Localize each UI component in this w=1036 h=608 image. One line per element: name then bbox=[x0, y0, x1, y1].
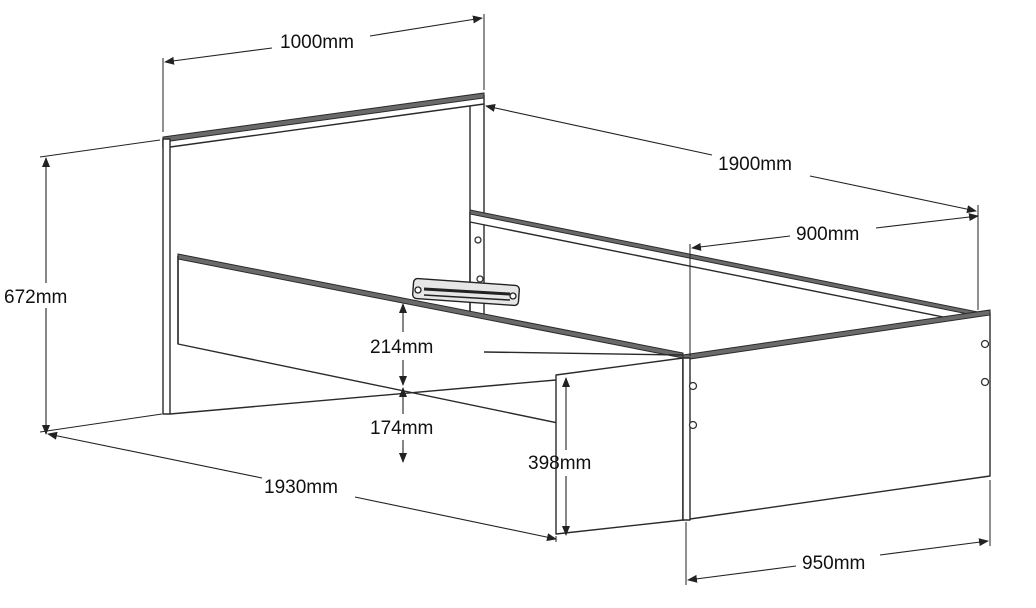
hole-icon bbox=[688, 420, 698, 430]
far-side-panel bbox=[469, 100, 979, 353]
hole-icon bbox=[476, 275, 484, 283]
dim-footboard-height: 398mm bbox=[528, 377, 591, 536]
dim-overall-length: 1930mm bbox=[47, 431, 557, 542]
dim-side-length: 1900mm bbox=[485, 103, 979, 310]
floor-edge-line bbox=[169, 379, 557, 415]
hole-icon bbox=[980, 377, 990, 387]
dim-headboard-width: 1000mm bbox=[162, 14, 485, 132]
hole-icon bbox=[474, 236, 482, 244]
label-side-length: 1900mm bbox=[718, 154, 792, 175]
dim-rail-clearance: 174mm bbox=[370, 387, 433, 463]
floor-edge-line bbox=[483, 351, 684, 356]
label-rail-clearance: 174mm bbox=[370, 418, 433, 439]
label-headboard-height: 672mm bbox=[4, 287, 67, 308]
dowel-holes bbox=[474, 236, 990, 430]
dim-rail-height: 214mm bbox=[370, 303, 433, 386]
hole-icon bbox=[980, 339, 990, 349]
dim-headboard-height: 672mm bbox=[4, 139, 163, 435]
footboard bbox=[555, 309, 991, 535]
dim-inner-width: 900mm bbox=[689, 213, 979, 356]
label-overall-length: 1930mm bbox=[264, 477, 338, 498]
hole-icon bbox=[688, 381, 698, 391]
label-inner-width: 900mm bbox=[796, 224, 859, 245]
label-headboard-width: 1000mm bbox=[280, 32, 354, 53]
dim-footboard-width: 950mm bbox=[685, 480, 991, 585]
label-footboard-width: 950mm bbox=[802, 553, 865, 574]
label-rail-height: 214mm bbox=[370, 337, 433, 358]
label-footboard-height: 398mm bbox=[528, 453, 591, 474]
metal-bracket bbox=[412, 277, 520, 307]
headboard bbox=[162, 92, 485, 415]
